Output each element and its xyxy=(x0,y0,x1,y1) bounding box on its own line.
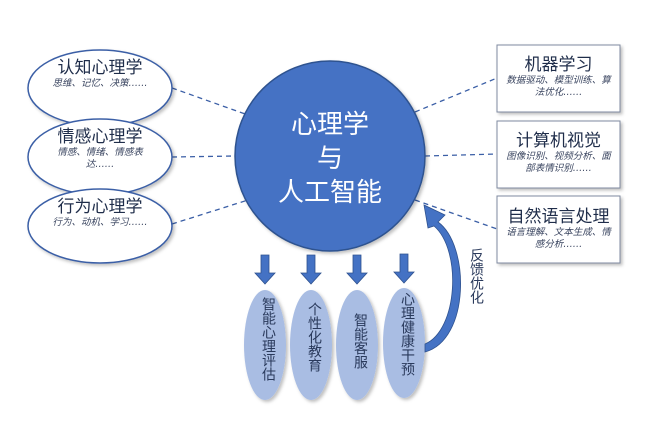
ai-node-3: 自然语言处理 语言理解、文本生成、情感分析…… xyxy=(502,207,615,251)
psych-ellipse-3 xyxy=(27,188,173,264)
down-arrow-icon xyxy=(346,254,368,285)
down-arrow-icon xyxy=(254,254,276,285)
node-desc: 思维、记忆、决策…… xyxy=(52,78,148,89)
center-title: 心理学 与 人工智能 xyxy=(255,108,405,210)
ai-box-2 xyxy=(496,120,621,189)
node-title: 行为心理学 xyxy=(57,197,143,217)
node-title: 计算机视觉 xyxy=(516,131,601,151)
psych-node-1: 认知心理学 思维、记忆、决策…… xyxy=(52,58,148,90)
center-circle xyxy=(234,60,426,252)
node-desc: 数据驱动、模型训练、算法优化…… xyxy=(506,75,611,98)
feedback-arrow-icon xyxy=(423,204,461,353)
feedback-label: 反馈优化 xyxy=(468,248,484,304)
node-desc: 语言理解、文本生成、情感分析…… xyxy=(506,227,611,250)
ai-box-3 xyxy=(496,195,621,264)
ai-node-1: 机器学习 数据驱动、模型训练、算法优化…… xyxy=(502,55,615,99)
app-label-1: 智能心理评估 xyxy=(260,297,276,381)
psych-node-3: 行为心理学 行为、动机、学习…… xyxy=(52,197,148,229)
node-title: 自然语言处理 xyxy=(507,207,610,227)
down-arrow-icon xyxy=(393,253,415,284)
center-line-3: 人工智能 xyxy=(277,178,382,208)
ai-node-2: 计算机视觉 图像识别、视频分析、面部表情识别…… xyxy=(502,131,615,175)
node-desc: 图像识别、视频分析、面部表情识别…… xyxy=(506,151,611,174)
node-desc: 行为、动机、学习…… xyxy=(52,217,148,228)
app-label-3: 智能客服 xyxy=(352,313,368,369)
psych-node-2: 情感心理学 情感、情绪、情感表达…… xyxy=(50,127,150,171)
app-ellipse-1 xyxy=(244,290,286,400)
app-ellipse-4 xyxy=(383,288,425,398)
center-line-2: 与 xyxy=(316,144,343,174)
down-arrow-icon xyxy=(300,254,322,285)
app-ellipse-2 xyxy=(290,290,332,400)
app-ellipse-3 xyxy=(336,290,378,400)
app-label-2: 个性化教育 xyxy=(306,302,322,372)
node-title: 机器学习 xyxy=(524,55,593,75)
node-desc: 情感、情绪、情感表达…… xyxy=(57,147,143,170)
node-title: 情感心理学 xyxy=(57,127,143,147)
node-title: 认知心理学 xyxy=(57,58,143,78)
center-line-1: 心理学 xyxy=(290,110,369,140)
app-label-4: 心理健康干预 xyxy=(399,292,415,376)
ai-box-1 xyxy=(496,44,621,113)
connectors xyxy=(171,77,498,230)
